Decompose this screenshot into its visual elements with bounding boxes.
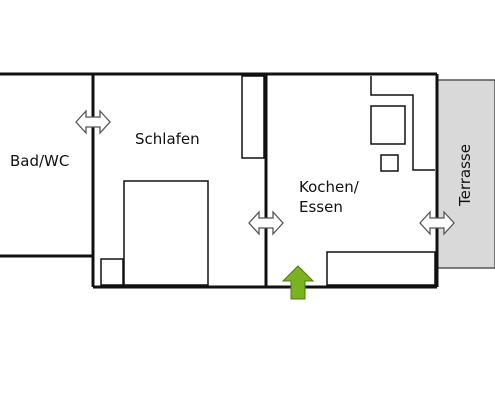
- wardrobe: [241, 75, 265, 159]
- room-label-kitchen-line1: Kochen/: [299, 178, 359, 196]
- room-label-terrace: Terrasse: [456, 144, 474, 206]
- room-label-bedroom: Schlafen: [135, 130, 200, 148]
- double-arrow-icon: [419, 210, 455, 236]
- double-arrow-icon: [248, 210, 284, 236]
- nightstand: [100, 258, 124, 286]
- room-label-kitchen-line2: Essen: [299, 198, 343, 216]
- bed: [123, 180, 209, 286]
- walls: [0, 72, 439, 289]
- sink: [380, 154, 399, 172]
- kitchen-counter-corner: [370, 76, 435, 171]
- terrace-area: [436, 79, 495, 269]
- room-label-bathroom: Bad/WC: [10, 152, 70, 170]
- double-arrow-icon: [75, 109, 111, 135]
- kitchen-counter-bottom: [326, 251, 436, 286]
- up-arrow-icon: [281, 265, 315, 300]
- stove: [370, 105, 406, 145]
